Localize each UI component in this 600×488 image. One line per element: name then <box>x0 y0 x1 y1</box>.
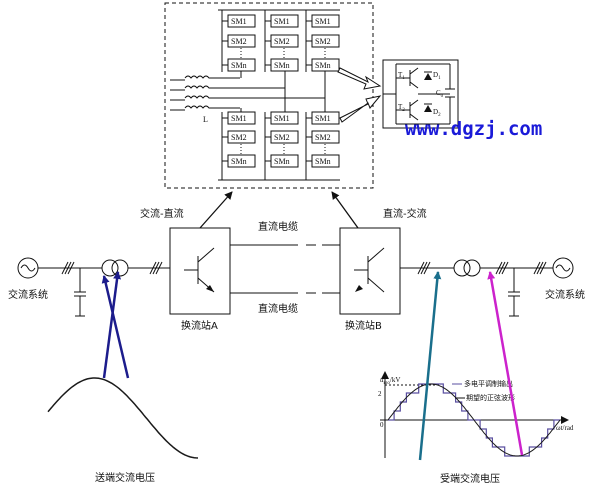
ac-system-right-label: 交流系统 <box>545 288 585 301</box>
plot-y-label: umo/kV <box>380 376 400 386</box>
sm2-label: SM2 <box>274 133 290 142</box>
arrow-recv-voltage-2 <box>487 271 524 456</box>
sm2-label: SM2 <box>315 37 331 46</box>
left-ac-system <box>17 257 170 317</box>
arrow-send-voltage-2 <box>101 275 130 379</box>
sm2-label: SM2 <box>231 133 247 142</box>
recv-voltage-label: 受端交流电压 <box>440 472 500 485</box>
arm-inductors <box>184 75 325 109</box>
smn-label: SMn <box>315 61 331 70</box>
station-b-label: 换流站B <box>345 319 382 332</box>
lower-arm-phase-a: SM1 SM2 SMn <box>221 108 256 180</box>
smn-label: SMn <box>231 157 247 166</box>
mmc-converter-box: L SM1 SM2 SMn SM1 SM2 SMn <box>164 2 374 189</box>
smn-label: SMn <box>274 157 290 166</box>
dc-ac-label: 直流-交流 <box>383 207 427 220</box>
station-b-block <box>339 227 401 315</box>
d2-label: D2 <box>433 108 441 118</box>
plot-origin: 0 <box>380 421 384 429</box>
arrow-send-voltage-1 <box>102 271 122 379</box>
sm2-label: SM2 <box>315 133 331 142</box>
detail-pointer-arrows <box>337 67 382 123</box>
sm1-label: SM1 <box>315 17 331 26</box>
arrow-recv-voltage-1 <box>418 271 442 461</box>
ac-input-lines <box>170 79 185 111</box>
smn-label: SMn <box>274 61 290 70</box>
c0-label: C0 <box>436 89 444 99</box>
sm1-label: SM1 <box>315 114 331 123</box>
receiving-end-plot: umo/kV ωt/rad 2 0 多电平调制输出 期望的正弦波形 <box>378 371 574 458</box>
upper-arm-phase-b: SM1 SM2 SMn <box>264 10 299 88</box>
arrow-station-a-to-mmc <box>199 191 233 229</box>
dc-cable-bottom-label: 直流电缆 <box>258 302 298 315</box>
arrow-station-b-to-mmc <box>331 191 359 229</box>
d1-label: D1 <box>433 71 441 81</box>
right-ac-system <box>400 257 574 317</box>
t2-label: T2 <box>398 103 405 113</box>
dc-cable-top-label: 直流电缆 <box>258 220 298 233</box>
legend-multilevel: 多电平调制输出 <box>464 379 513 388</box>
send-voltage-label: 送端交流电压 <box>95 471 155 484</box>
legend-sine: 期望的正弦波形 <box>466 393 515 402</box>
sm1-label: SM1 <box>231 114 247 123</box>
sm2-label: SM2 <box>274 37 290 46</box>
sm2-label: SM2 <box>231 37 247 46</box>
station-a-label: 换流站A <box>181 319 218 332</box>
plot-x-label: ωt/rad <box>556 424 574 432</box>
station-a-block <box>169 227 231 315</box>
lower-arm-phase-b: SM1 SM2 SMn <box>264 88 299 180</box>
sm1-label: SM1 <box>231 17 247 26</box>
sm1-label: SM1 <box>274 17 290 26</box>
lower-arm-phase-c: SM1 SM2 SMn <box>305 98 340 180</box>
upper-arm-phase-c: SM1 SM2 SMn <box>305 10 340 98</box>
watermark: www.dgzj.com <box>405 118 542 140</box>
t1-label: T1 <box>398 71 405 81</box>
submodule-detail: T1 D1 T2 D2 C0 <box>382 59 459 129</box>
plot-y-tick: 2 <box>378 390 382 398</box>
inductor-label: L <box>203 115 208 124</box>
upper-arm-phase-a: SM1 SM2 SMn <box>221 10 256 78</box>
ac-system-left-label: 交流系统 <box>8 288 48 301</box>
sm1-label: SM1 <box>274 114 290 123</box>
smn-label: SMn <box>315 157 331 166</box>
sending-end-voltage-waveform <box>47 377 199 459</box>
desired-sine-wave <box>387 383 561 457</box>
ac-dc-label: 交流-直流 <box>140 207 184 220</box>
smn-label: SMn <box>231 61 247 70</box>
